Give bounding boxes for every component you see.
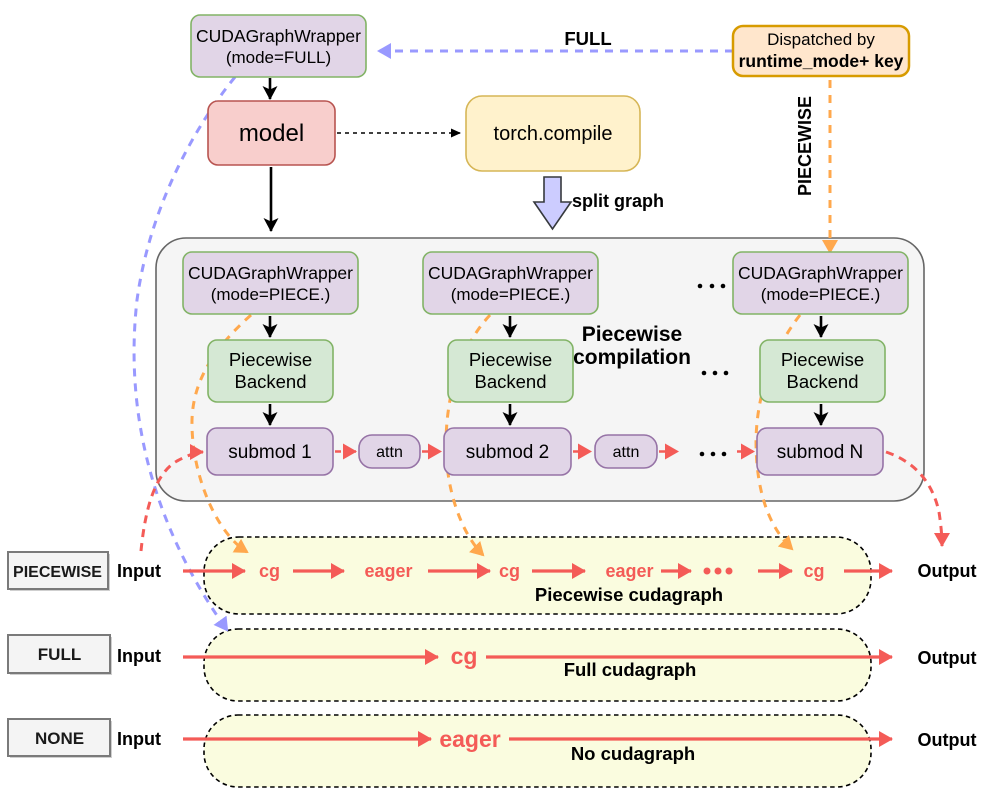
svg-text:Piecewise: Piecewise	[469, 349, 552, 370]
svg-text:cg: cg	[803, 561, 824, 581]
svg-text:compilation: compilation	[573, 346, 691, 369]
svg-text:Input: Input	[117, 729, 161, 749]
svg-text:Piecewise: Piecewise	[781, 349, 864, 370]
svg-text:Backend: Backend	[787, 371, 859, 392]
svg-text:NONE: NONE	[35, 729, 84, 748]
svg-text:No cudagraph: No cudagraph	[571, 743, 695, 764]
svg-text:Piecewise: Piecewise	[582, 323, 682, 346]
svg-text:cg: cg	[451, 643, 478, 669]
svg-text:Output: Output	[918, 648, 977, 668]
svg-text:Piecewise: Piecewise	[229, 349, 312, 370]
svg-text:(mode=PIECE.): (mode=PIECE.)	[761, 285, 881, 304]
svg-text:submod 1: submod 1	[228, 442, 311, 463]
svg-text:attn: attn	[613, 444, 640, 461]
svg-text:Full cudagraph: Full cudagraph	[564, 659, 697, 680]
svg-text:Input: Input	[117, 646, 161, 666]
svg-text:Input: Input	[117, 561, 161, 581]
svg-text:Dispatched by: Dispatched by	[767, 30, 875, 49]
svg-text:cg: cg	[499, 561, 520, 581]
svg-text:eager: eager	[605, 561, 653, 581]
svg-text:Output: Output	[918, 730, 977, 750]
svg-text:Backend: Backend	[475, 371, 547, 392]
svg-text:torch.compile: torch.compile	[494, 123, 613, 145]
svg-text:FULL: FULL	[38, 645, 81, 664]
svg-text:Backend: Backend	[235, 371, 307, 392]
svg-text:runtime_mode+ key: runtime_mode+ key	[739, 51, 904, 71]
svg-text:submod N: submod N	[777, 442, 864, 463]
svg-text:CUDAGraphWrapper: CUDAGraphWrapper	[188, 263, 353, 283]
svg-text:(mode=FULL): (mode=FULL)	[226, 48, 331, 67]
svg-text:FULL: FULL	[564, 28, 611, 49]
svg-text:eager: eager	[439, 726, 500, 752]
svg-text:split graph: split graph	[572, 191, 664, 211]
svg-text:Output: Output	[918, 561, 977, 581]
svg-text:Piecewise cudagraph: Piecewise cudagraph	[535, 584, 723, 605]
svg-text:cg: cg	[259, 561, 280, 581]
svg-text:PIECEWISE: PIECEWISE	[13, 564, 102, 581]
svg-text:attn: attn	[376, 444, 403, 461]
svg-text:CUDAGraphWrapper: CUDAGraphWrapper	[196, 26, 361, 46]
svg-text:CUDAGraphWrapper: CUDAGraphWrapper	[428, 263, 593, 283]
svg-text:model: model	[239, 120, 304, 147]
svg-text:CUDAGraphWrapper: CUDAGraphWrapper	[738, 263, 903, 283]
svg-text:submod 2: submod 2	[466, 442, 549, 463]
svg-text:(mode=PIECE.): (mode=PIECE.)	[451, 285, 571, 304]
svg-text:PIECEWISE: PIECEWISE	[795, 96, 815, 196]
svg-text:(mode=PIECE.): (mode=PIECE.)	[211, 285, 331, 304]
svg-text:eager: eager	[364, 561, 412, 581]
